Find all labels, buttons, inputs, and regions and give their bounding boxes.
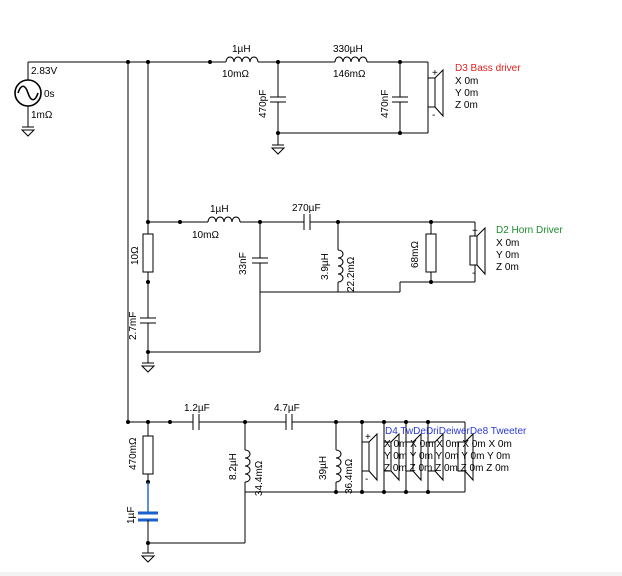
tweeter-l2-value: 39µH — [318, 456, 329, 480]
speaker-cone-icon — [368, 432, 378, 482]
speaker-icon — [427, 77, 436, 108]
tweeter-driver-d8[interactable] — [457, 422, 474, 492]
horn-c2-value: 270µF — [292, 203, 321, 214]
bass-capacitor-c2[interactable]: 470nF — [380, 62, 408, 133]
tweeter-driver-names: D4 TwDeDriDeiwerDe8 Tweeter — [385, 426, 527, 437]
polarity-plus: + — [365, 432, 371, 443]
resistor-icon — [142, 435, 154, 475]
horn-resistor-r2[interactable]: 68mΩ — [410, 222, 437, 282]
bass-l2-esr: 146mΩ — [333, 69, 366, 80]
bass-branch: 1µH 10mΩ 470pF 330µH 146mΩ 470nF — [208, 44, 521, 155]
inductor-coil-icon — [244, 449, 251, 483]
inductor-coil-icon — [225, 56, 259, 63]
horn-c-zobel-value: 2.7mF — [128, 312, 139, 340]
bass-inductor-l1[interactable]: 1µH 10mΩ — [210, 44, 278, 80]
source-delay-label: 0s — [44, 89, 55, 100]
inductor-coil-icon — [207, 216, 241, 223]
ground-icon — [270, 147, 286, 155]
polarity-minus: - — [472, 268, 475, 279]
horn-driver-z: Z 0m — [496, 262, 519, 273]
tweeter-driver-d5[interactable] — [382, 420, 400, 492]
tweeter-inductor-l1[interactable]: 8.2µH 34.4mΩ — [228, 422, 265, 496]
inductor-coil-icon — [337, 249, 344, 283]
horn-l1-value: 1µH — [210, 204, 229, 215]
tweeter-l1-esr: 34.4mΩ — [254, 460, 265, 496]
polarity-minus: - — [432, 110, 435, 121]
horn-r1-value: 10Ω — [130, 246, 141, 265]
horn-driver-y: Y 0m — [496, 250, 519, 261]
horn-driver-x: X 0m — [496, 238, 519, 249]
resistor-icon — [142, 233, 154, 273]
horn-c1-value: 33nF — [238, 252, 249, 275]
horn-l1-esr: 10mΩ — [192, 230, 219, 241]
bass-driver-name: D3 Bass driver — [455, 63, 521, 74]
speaker-cone-icon — [476, 226, 486, 276]
speaker-cone-icon — [464, 432, 474, 482]
polarity-plus: + — [432, 68, 438, 79]
tweeter-driver-stack[interactable]: + - — [360, 420, 527, 492]
bass-driver-x: X 0m — [455, 76, 478, 87]
horn-inductor-l1[interactable]: 1µH 10mΩ — [178, 204, 304, 241]
tweeter-branch: 470mΩ 1µF 1.2µF — [126, 403, 527, 563]
tweeter-driver-d6[interactable] — [404, 420, 422, 492]
horn-l2-value: 3.9µH — [320, 253, 331, 280]
ground-icon — [140, 555, 156, 563]
horn-capacitor-zobel[interactable]: 2.7mF — [128, 312, 156, 352]
bass-driver-z: Z 0m — [455, 100, 478, 111]
voltage-source[interactable]: 2.83V 0s 1mΩ — [14, 62, 57, 137]
horn-r2-value: 68mΩ — [410, 241, 421, 268]
sine-wave-icon — [17, 85, 39, 101]
bass-driver-y: Y 0m — [455, 88, 478, 99]
inductor-coil-icon — [335, 449, 342, 483]
polarity-plus: + — [472, 226, 478, 237]
speaker-cone-icon — [434, 432, 444, 482]
bass-l1-esr: 10mΩ — [222, 69, 249, 80]
bass-inductor-l2[interactable]: 330µH 146mΩ — [278, 44, 400, 80]
speaker-icon — [469, 235, 478, 266]
tweeter-driver-coords-y: Y 0m Y 0m Y 0m Y 0m Y 0m — [384, 451, 510, 462]
tweeter-c2-value: 4.7µF — [274, 403, 300, 414]
bass-c1-value: 470pF — [258, 90, 269, 118]
bass-l2-value: 330µH — [333, 44, 363, 55]
tweeter-driver-coords-z: Z 0m Z 0m Z 0m Z 0m Z 0m — [384, 463, 509, 474]
speaker-cone-icon — [390, 432, 400, 482]
tweeter-l1-value: 8.2µH — [228, 453, 239, 480]
horn-driver-d2[interactable]: + - D2 Horn Driver X 0m Y 0m Z 0m — [469, 222, 563, 282]
bass-capacitor-c1[interactable]: 470pF — [258, 62, 286, 133]
speaker-icon — [361, 441, 370, 472]
tweeter-capacitor-zobel[interactable]: 1µF — [126, 482, 158, 543]
polarity-minus: - — [365, 474, 368, 485]
inductor-coil-icon — [334, 56, 368, 63]
tweeter-c1-value: 1.2µF — [184, 403, 210, 414]
resistor-icon — [425, 233, 437, 273]
horn-driver-name: D2 Horn Driver — [496, 225, 563, 236]
source-resistance-label: 1mΩ — [31, 110, 53, 121]
horn-resistor-r1[interactable]: 10Ω — [130, 222, 154, 318]
horn-l2-esr: 22.2mΩ — [346, 256, 357, 292]
bass-driver-d3[interactable]: + - D3 Bass driver X 0m Y 0m Z 0m — [400, 61, 521, 133]
bass-l1-value: 1µH — [232, 44, 251, 55]
horn-capacitor-c2[interactable]: 270µF — [292, 203, 338, 230]
horn-inductor-l2[interactable]: 3.9µH 22.2mΩ — [320, 222, 357, 292]
source-voltage-label: 2.83V — [31, 66, 57, 77]
tweeter-driver-d7[interactable] — [426, 420, 444, 492]
tweeter-driver-coords-x: X 0m X 0m X 0m X 0m X 0m — [384, 439, 512, 450]
tweeter-l2-esr: 36.4mΩ — [344, 458, 355, 494]
ground-icon — [140, 365, 156, 373]
tweeter-c-zobel-value: 1µF — [126, 507, 137, 524]
bass-c2-value: 470nF — [380, 90, 391, 118]
speaker-cone-icon — [412, 432, 422, 482]
horn-capacitor-c1[interactable]: 33nF — [238, 222, 268, 292]
tweeter-capacitor-c2[interactable]: 4.7µF — [274, 403, 336, 430]
tweeter-driver-d4[interactable]: + - — [360, 420, 378, 492]
speaker-cone-icon — [434, 68, 444, 118]
horn-branch: 10Ω 2.7mF 1µH 10mΩ — [128, 203, 563, 373]
ground-icon — [20, 129, 36, 137]
tweeter-r1-value: 470mΩ — [128, 437, 139, 470]
